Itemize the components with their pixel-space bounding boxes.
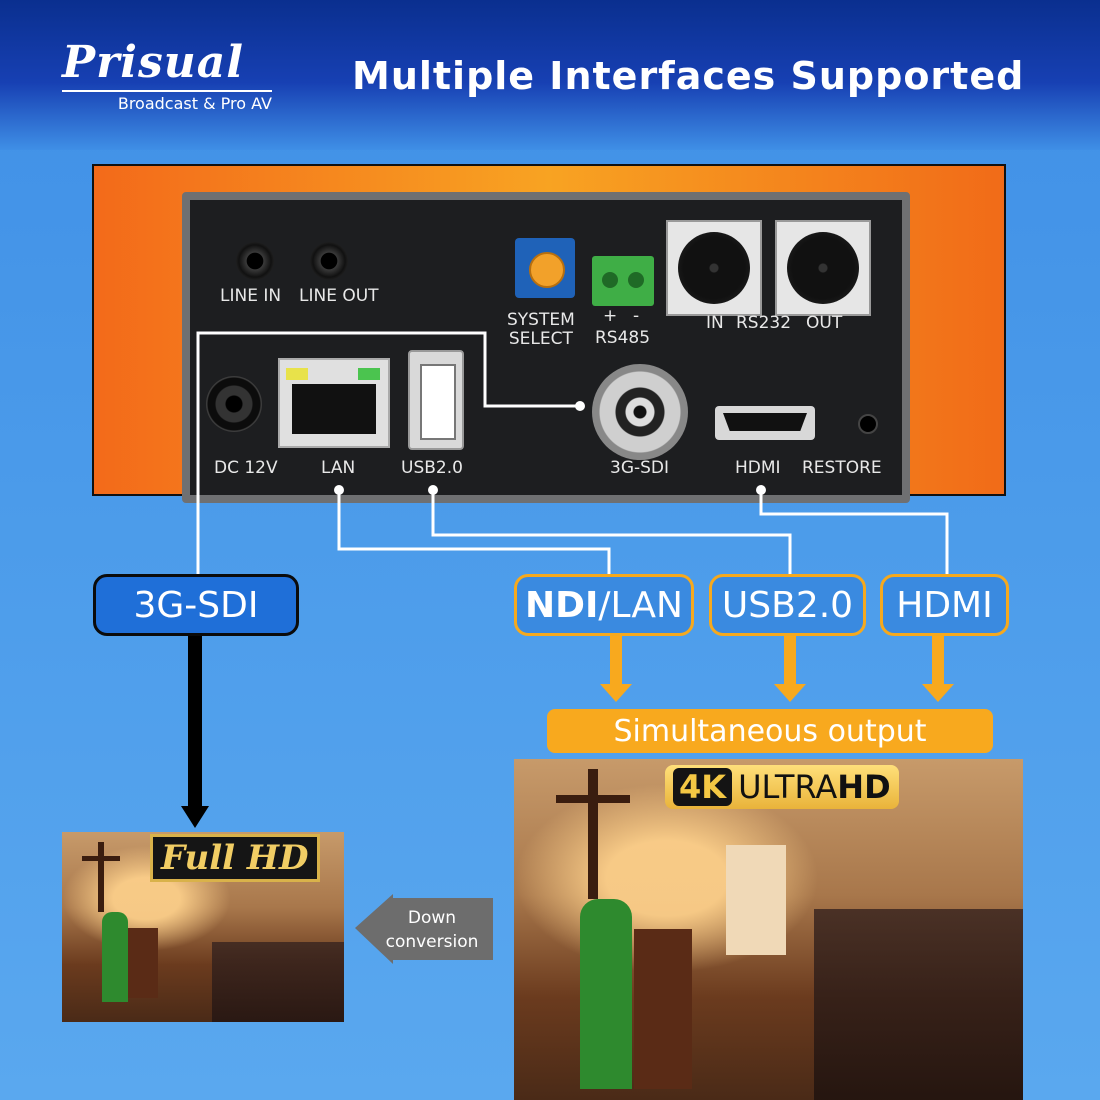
usb-output-label: USB2.0 bbox=[721, 584, 854, 626]
4k-photo bbox=[514, 759, 1023, 1100]
rs232-in-port-icon bbox=[666, 220, 762, 316]
brand-tagline: Broadcast & Pro AV bbox=[117, 94, 272, 113]
fullhd-badge: Full HD bbox=[150, 834, 320, 882]
4k-label: 4K bbox=[673, 768, 733, 806]
rs485-terminal-icon bbox=[592, 256, 654, 306]
crucifix-crossbar bbox=[556, 795, 630, 803]
congregation bbox=[814, 909, 1023, 1100]
rs485-plus-label: + bbox=[603, 306, 618, 326]
crucifix-icon bbox=[588, 769, 598, 899]
rs232-label: RS232 bbox=[736, 313, 792, 333]
hd-label: HD bbox=[837, 768, 891, 806]
congregation bbox=[212, 942, 344, 1022]
line-out-label: LINE OUT bbox=[299, 286, 379, 306]
hdmi-arrowhead bbox=[922, 684, 954, 702]
usb-label: USB2.0 bbox=[401, 458, 463, 478]
sdi-arrowhead bbox=[181, 806, 209, 828]
brand-name: Prisual bbox=[62, 37, 244, 88]
sdi-output-label-box: 3G-SDI bbox=[93, 574, 299, 636]
system-select-dial-icon bbox=[515, 238, 575, 298]
brand-logo: Prisual Broadcast & Pro AV bbox=[62, 40, 272, 113]
dc-power-jack-icon bbox=[206, 376, 262, 432]
rs232-out-port-icon bbox=[775, 220, 871, 316]
hdmi-label: HDMI bbox=[735, 458, 781, 478]
hdmi-output-label-box: HDMI bbox=[880, 574, 1009, 636]
rs485-label: RS485 bbox=[595, 328, 651, 348]
ndi-arrow-shaft bbox=[610, 634, 622, 684]
restore-label: RESTORE bbox=[802, 458, 882, 478]
sdi-output-label: 3G-SDI bbox=[133, 584, 259, 626]
fullhd-photo bbox=[62, 832, 344, 1022]
sdi-label: 3G-SDI bbox=[610, 458, 670, 478]
usb-port-icon bbox=[408, 350, 464, 450]
ndi-output-label-box: NDI/LAN bbox=[514, 574, 694, 636]
page-title: Multiple Interfaces Supported bbox=[352, 54, 1025, 98]
down-conversion-text: Down conversion bbox=[372, 906, 492, 954]
hdmi-port-icon bbox=[715, 406, 815, 440]
down-conversion-line2: conversion bbox=[385, 932, 479, 952]
usb-arrowhead bbox=[774, 684, 806, 702]
line-out-jack-icon bbox=[310, 242, 348, 280]
crucifix-icon bbox=[98, 842, 104, 912]
sdi-down-arrow bbox=[188, 634, 202, 808]
rs232-in-label: IN bbox=[706, 313, 724, 333]
lan-port-icon bbox=[278, 358, 390, 448]
crucifix-crossbar bbox=[82, 856, 120, 861]
header-banner bbox=[0, 0, 1100, 150]
doorway bbox=[726, 845, 786, 955]
priest-figure bbox=[580, 899, 632, 1089]
simultaneous-output-banner: Simultaneous output bbox=[547, 709, 993, 753]
usb-output-label-box: USB2.0 bbox=[709, 574, 866, 636]
logo-divider bbox=[62, 90, 272, 92]
ndi-arrowhead bbox=[600, 684, 632, 702]
sdi-bnc-connector-icon bbox=[592, 364, 688, 460]
down-conversion-line1: Down bbox=[407, 908, 457, 928]
line-in-label: LINE IN bbox=[220, 286, 282, 306]
dc-label: DC 12V bbox=[214, 458, 278, 478]
ndi-bold-label: NDI bbox=[525, 584, 599, 626]
rs232-out-label: OUT bbox=[806, 313, 843, 333]
lan-label: LAN bbox=[321, 458, 356, 478]
restore-button-icon bbox=[858, 414, 878, 434]
hdmi-output-label: HDMI bbox=[896, 584, 993, 626]
pulpit bbox=[634, 929, 692, 1089]
priest-figure bbox=[102, 912, 128, 1002]
ndi-rest-label: /LAN bbox=[598, 584, 683, 626]
down-conversion-arrow-icon bbox=[355, 894, 493, 964]
line-in-jack-icon bbox=[236, 242, 274, 280]
ultra-label: ULTRA bbox=[738, 768, 838, 806]
pulpit bbox=[128, 928, 158, 998]
usb-arrow-shaft bbox=[784, 634, 796, 684]
rs485-minus-label: - bbox=[633, 306, 640, 326]
hdmi-arrow-shaft bbox=[932, 634, 944, 684]
system-select-label: SYSTEM SELECT bbox=[507, 310, 575, 349]
